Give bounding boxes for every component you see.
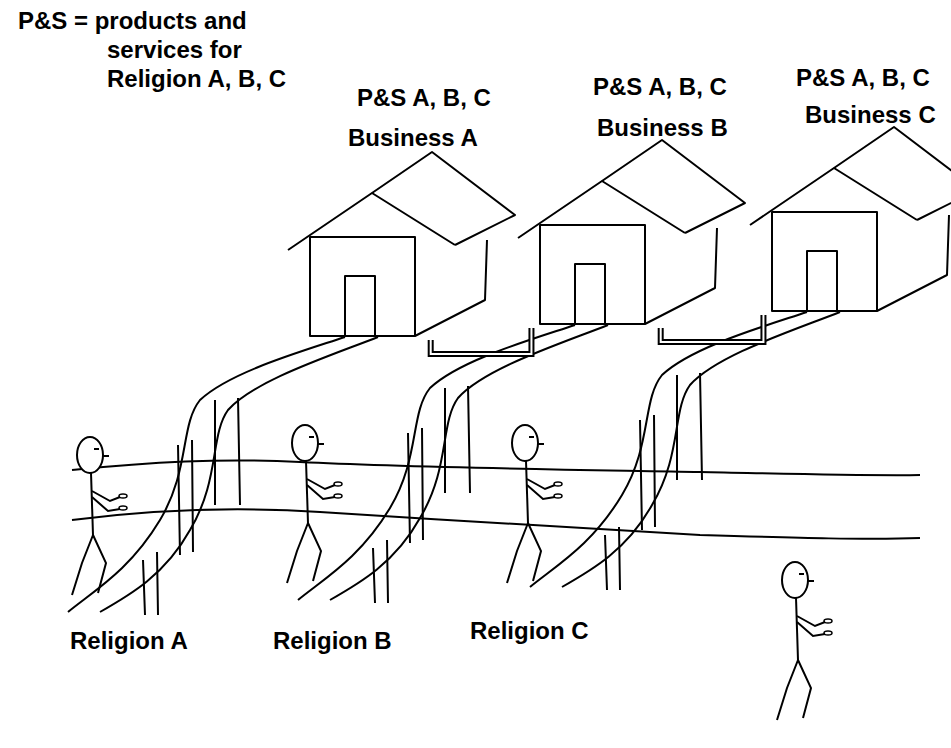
cross-road	[661, 315, 764, 342]
cross-road	[431, 328, 532, 354]
road-surface	[661, 315, 764, 342]
house-door	[345, 276, 375, 336]
stick-figure	[287, 425, 342, 583]
road	[530, 312, 840, 590]
stick-figure	[72, 437, 127, 595]
stick-figure	[777, 562, 832, 720]
house-outline	[515, 62, 750, 328]
business-name: Business B	[597, 113, 728, 142]
house-wall	[540, 225, 645, 324]
business-house: P&S A, B, C Business B	[515, 62, 750, 328]
offer-label: P&S A, B, C	[796, 63, 930, 92]
ground-line	[72, 460, 920, 475]
road-edge	[661, 315, 764, 342]
house-roof	[372, 152, 515, 245]
definition-note: P&S = products and services for Religion…	[18, 6, 295, 93]
house-outline	[285, 78, 520, 340]
house-wall	[772, 212, 877, 311]
religion-label: Religion B	[273, 626, 392, 655]
business-name: Business A	[348, 123, 478, 152]
house-door	[807, 251, 837, 311]
house-wall	[645, 228, 717, 324]
stick-figure	[507, 425, 562, 583]
house-wall	[310, 237, 415, 336]
house-roof	[834, 127, 951, 220]
house-wall	[415, 240, 487, 336]
offer-label: P&S A, B, C	[357, 83, 491, 112]
religion-label: Religion A	[70, 626, 188, 655]
house-door	[575, 264, 605, 324]
business-house: P&S A, B, C Business C	[747, 55, 951, 315]
road-surface	[431, 328, 532, 354]
business-name: Business C	[805, 100, 936, 129]
offer-label: P&S A, B, C	[593, 72, 727, 101]
house-wall	[877, 215, 949, 311]
religion-label: Religion C	[470, 616, 589, 645]
business-house: P&S A, B, C Business A	[285, 78, 520, 340]
house-outline	[747, 55, 951, 315]
road-edge	[431, 328, 532, 354]
house-roof	[602, 140, 745, 233]
